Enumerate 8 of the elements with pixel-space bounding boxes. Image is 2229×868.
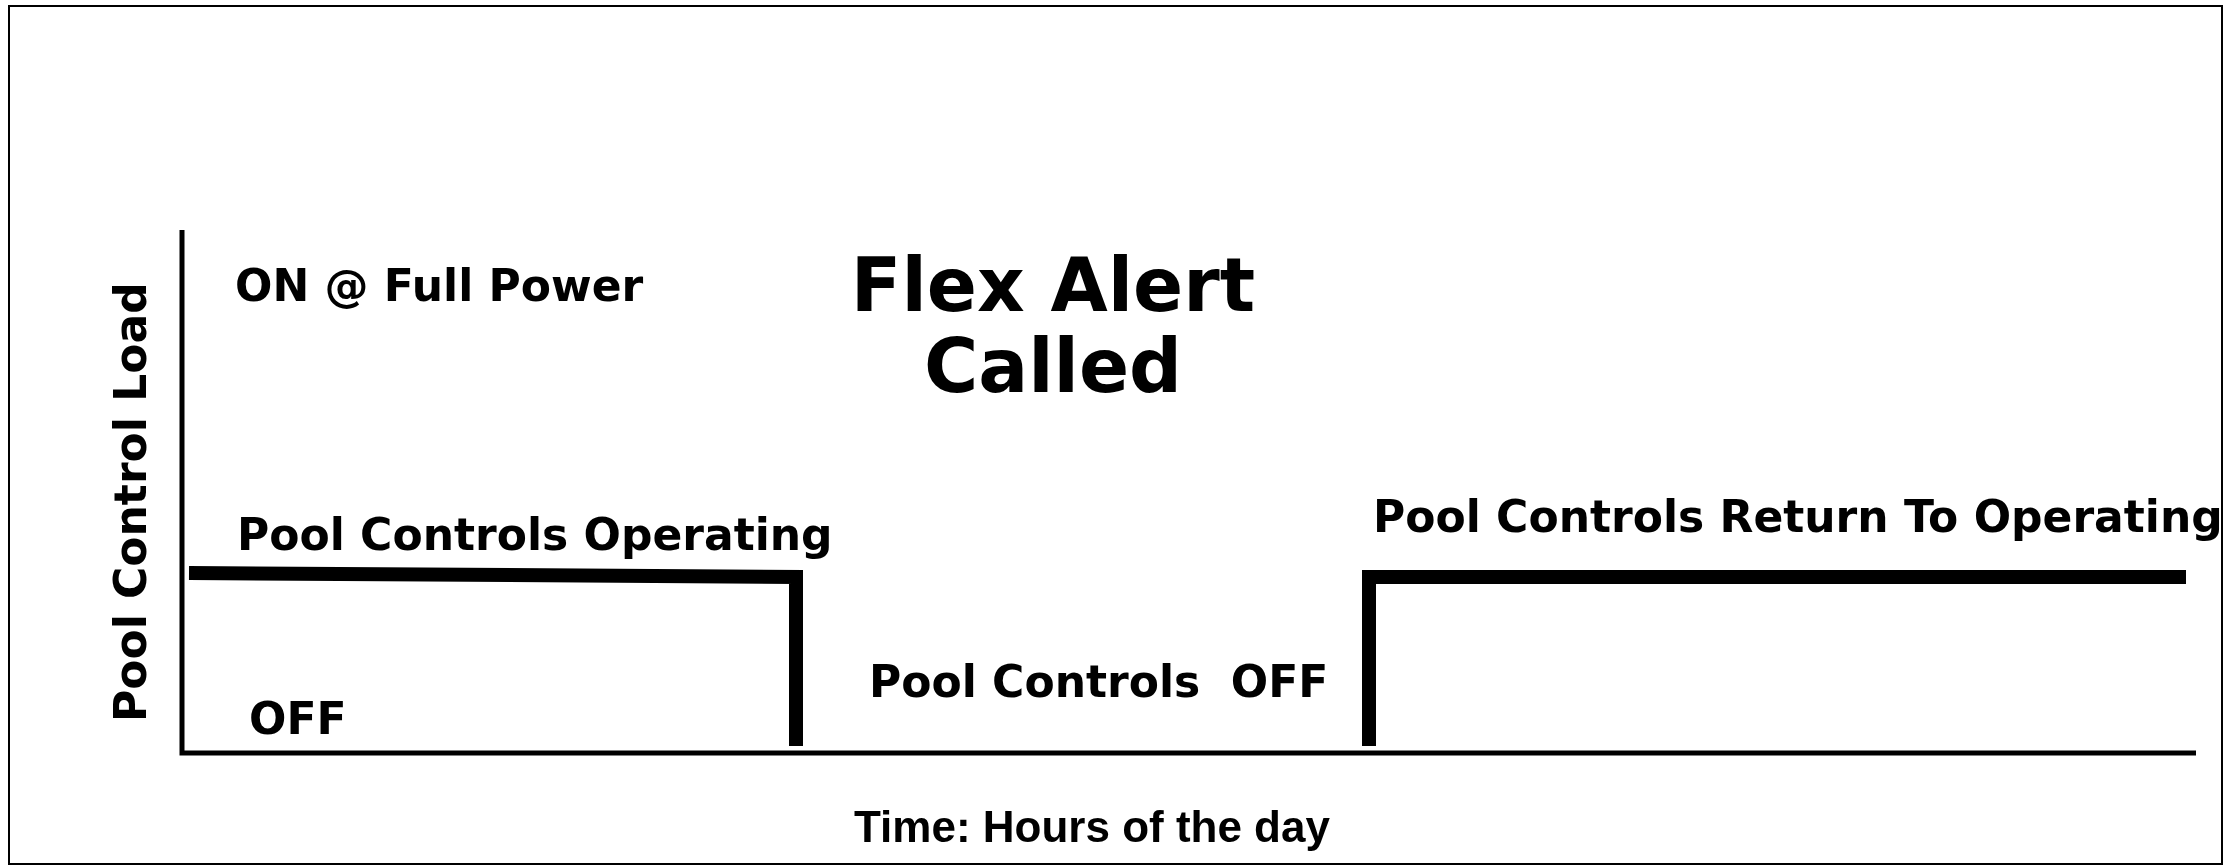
axis-title: Pool Control Load (106, 282, 156, 723)
axis-title: Time: Hours of the day (854, 803, 1330, 852)
state-label: OFF (249, 695, 347, 744)
state-label: Pool Controls OFF (869, 658, 1329, 707)
state-label: Pool Controls Return To Operating (1373, 493, 2223, 542)
heading: Flex Alert Called (849, 244, 1257, 408)
state-label: Pool Controls Operating (237, 511, 833, 560)
state-label: ON @ Full Power (235, 262, 644, 311)
